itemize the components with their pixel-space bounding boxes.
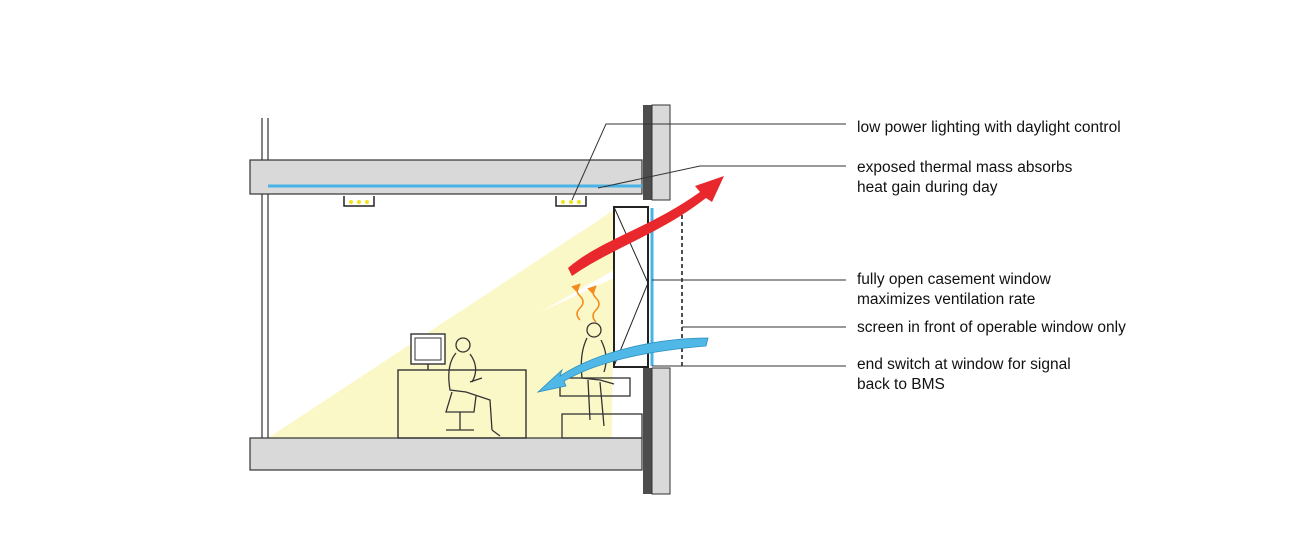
desk <box>397 333 527 439</box>
label-screen-line: screen in front of operable window only <box>857 319 1126 336</box>
warm-air-arrow <box>568 176 724 276</box>
label-lighting-line: low power lighting with daylight control <box>857 119 1121 136</box>
label-end-switch-line1: end switch at window for signal <box>857 356 1071 373</box>
ceiling-light-right <box>555 196 587 207</box>
seated-person-desk <box>445 337 501 437</box>
label-thermal-mass-line2: heat gain during day <box>857 179 998 196</box>
facade-wall-lower <box>643 367 671 495</box>
label-casement: fully open casement window maximizes ven… <box>857 271 1055 308</box>
ceiling-light-left <box>343 196 375 207</box>
label-casement-line1: fully open casement window <box>857 271 1052 288</box>
label-thermal-mass: exposed thermal mass absorbs heat gain d… <box>857 159 1077 196</box>
leader-lines <box>571 123 846 367</box>
heat-rise-arrow <box>571 283 584 321</box>
daylight-wedge-upper <box>268 210 614 438</box>
seated-person-window <box>559 322 643 439</box>
lower-slab <box>249 437 643 471</box>
heat-rise-arrow <box>587 285 600 323</box>
label-lighting: low power lighting with daylight control <box>857 119 1121 136</box>
daylight-wedge <box>268 210 614 438</box>
cool-air-arrow <box>536 337 709 393</box>
label-thermal-mass-line1: exposed thermal mass absorbs <box>857 159 1073 176</box>
facade-wall-upper <box>643 104 671 201</box>
label-end-switch-line2: back to BMS <box>857 376 945 393</box>
label-casement-line2: maximizes ventilation rate <box>857 291 1035 308</box>
label-screen: screen in front of operable window only <box>857 319 1126 336</box>
label-end-switch: end switch at window for signal back to … <box>857 356 1075 393</box>
casement-window <box>613 206 649 368</box>
upper-slab <box>249 159 643 195</box>
